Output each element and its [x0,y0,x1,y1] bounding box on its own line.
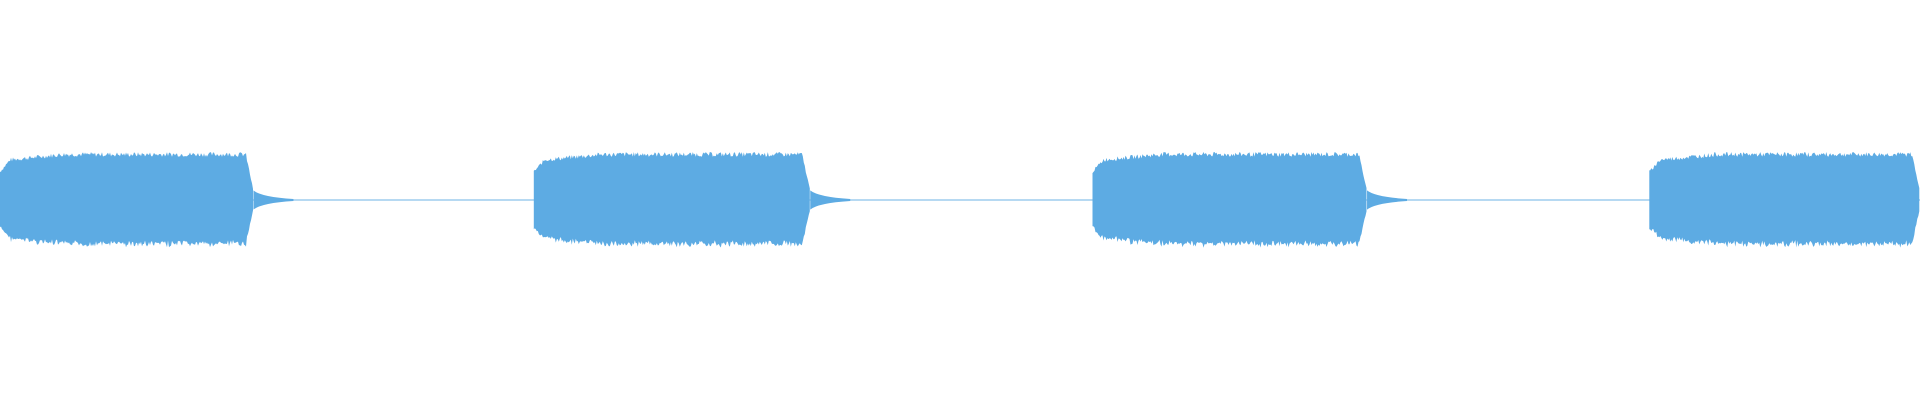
waveform-burst [1092,152,1367,248]
waveform-burst [1649,152,1920,248]
waveform-decay [1367,190,1408,210]
waveform-decay [253,190,294,210]
waveform-bursts [0,152,1920,248]
waveform-decay [810,190,851,210]
waveform-burst [533,152,810,248]
waveform-burst [0,152,253,248]
